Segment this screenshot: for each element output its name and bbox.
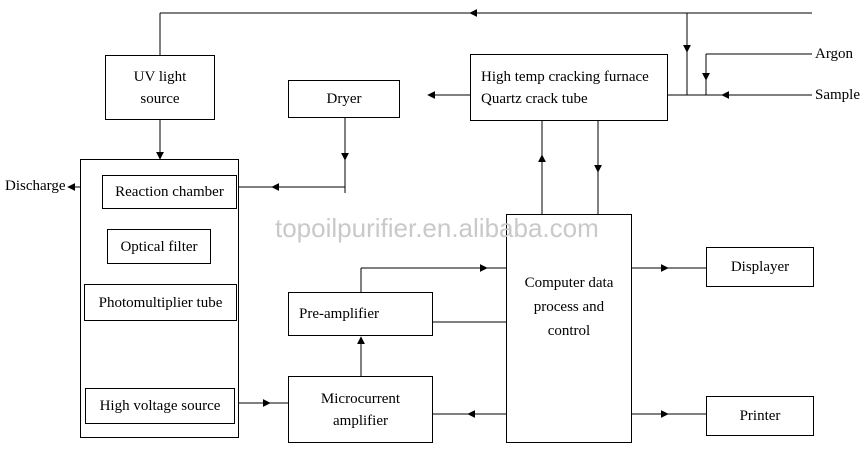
printer-label: Printer <box>739 408 781 424</box>
high-voltage-source-label: High voltage source <box>99 398 221 414</box>
displayer-box: Displayer <box>706 247 814 287</box>
uv-light-source-label: UV light source <box>133 68 187 107</box>
optical-filter-box: Optical filter <box>107 229 211 264</box>
watermark-text: topoilpurifier.en.alibaba.com <box>275 213 599 243</box>
pre-amplifier-label: Pre-amplifier <box>299 306 379 322</box>
high-voltage-source-box: High voltage source <box>85 388 235 424</box>
reaction-chamber-label: Reaction chamber <box>115 184 224 200</box>
argon-label: Argon <box>815 46 854 62</box>
photomultiplier-tube-box: Photomultiplier tube <box>84 284 237 321</box>
reaction-chamber-box: Reaction chamber <box>102 175 237 209</box>
uv-light-source-box: UV light source <box>105 55 215 120</box>
dryer-label: Dryer <box>326 91 362 107</box>
printer-box: Printer <box>706 396 814 436</box>
sample-label: Sample <box>815 87 860 103</box>
dryer-box: Dryer <box>288 80 400 118</box>
discharge-label: Discharge <box>5 178 66 194</box>
pre-amplifier-box: Pre-amplifier <box>288 292 433 336</box>
computer-label: Computer data process and control <box>524 275 614 339</box>
displayer-label: Displayer <box>730 259 790 275</box>
optical-filter-label: Optical filter <box>120 238 198 255</box>
microcurrent-amplifier-label: Microcurrent amplifier <box>320 390 401 429</box>
furnace-box: High temp cracking furnace Quartz crack … <box>470 54 668 121</box>
photomultiplier-tube-label: Photomultiplier tube <box>98 294 223 311</box>
computer-box: Computer data process and control <box>506 214 632 443</box>
microcurrent-amplifier-box: Microcurrent amplifier <box>288 376 433 443</box>
furnace-label: High temp cracking furnace Quartz crack … <box>481 68 649 107</box>
